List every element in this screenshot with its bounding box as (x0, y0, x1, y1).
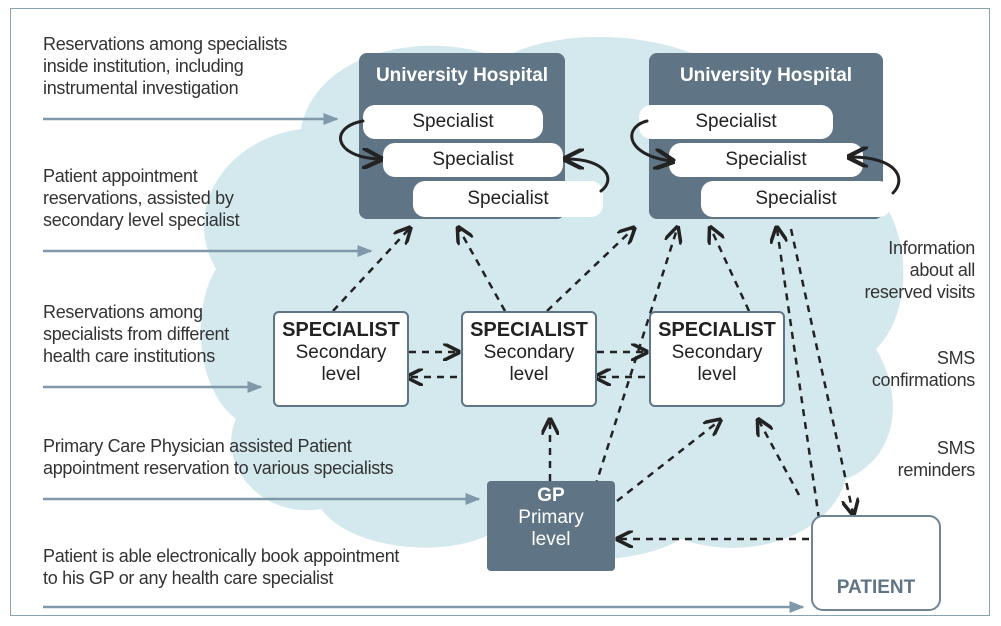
label-reserved-visits-info: Information about all reserved visits (864, 238, 975, 302)
label-secondary-assisted: Patient appointment reservations, assist… (43, 166, 240, 230)
specialist-pill (669, 143, 863, 177)
node-subtitle: Secondary level (483, 342, 575, 385)
left-lines (43, 113, 805, 613)
gp-subtitle: Primary level (518, 507, 584, 550)
gp-primary-node: GP Primary level (487, 481, 615, 571)
specialist-pill (639, 105, 833, 139)
specialist-label: Specialist (725, 149, 807, 170)
specialist-label: Specialist (755, 188, 837, 209)
label-internal-reservations: Reservations among specialists inside in… (43, 34, 288, 98)
label-sms-confirmations: SMS confirmations (871, 348, 975, 390)
label-patient-self-booking: Patient is able electronically book appo… (43, 546, 400, 588)
node-title: SPECIALIST (658, 319, 776, 341)
secondary-specialist-node: SPECIALIST Secondary level (649, 311, 785, 407)
diagram-frame: Reservations among specialists inside in… (10, 8, 990, 616)
label-sms-reminders: SMS reminders (897, 438, 976, 480)
internal-arrows (339, 119, 901, 195)
dashed-arrows (332, 229, 853, 539)
specialist-label: Specialist (432, 149, 514, 170)
specialist-label: Specialist (467, 188, 549, 209)
node-title: SPECIALIST (470, 319, 588, 341)
label-gp-assisted: Primary Care Physician assisted Patient … (43, 436, 394, 478)
patient-title: PATIENT (836, 577, 916, 598)
secondary-specialist-node: SPECIALIST Secondary level (273, 311, 409, 407)
node-subtitle: Secondary level (295, 342, 387, 385)
secondary-specialist-node: SPECIALIST Secondary level (461, 311, 597, 407)
specialist-pill (413, 181, 603, 217)
hospital-title: University Hospital (375, 65, 549, 86)
node-title: SPECIALIST (282, 319, 400, 341)
gp-title: GP (537, 485, 565, 506)
patient-node: PATIENT (811, 515, 941, 611)
specialist-pill (383, 143, 563, 177)
specialist-label: Specialist (412, 111, 494, 132)
node-subtitle: Secondary level (671, 342, 763, 385)
diagram-canvas (43, 36, 904, 613)
specialist-pill (363, 105, 543, 139)
specialist-pill (701, 181, 891, 217)
hospital-title: University Hospital (679, 65, 853, 86)
label-cross-institution: Reservations among specialists from diff… (43, 302, 229, 366)
specialist-label: Specialist (695, 111, 777, 132)
